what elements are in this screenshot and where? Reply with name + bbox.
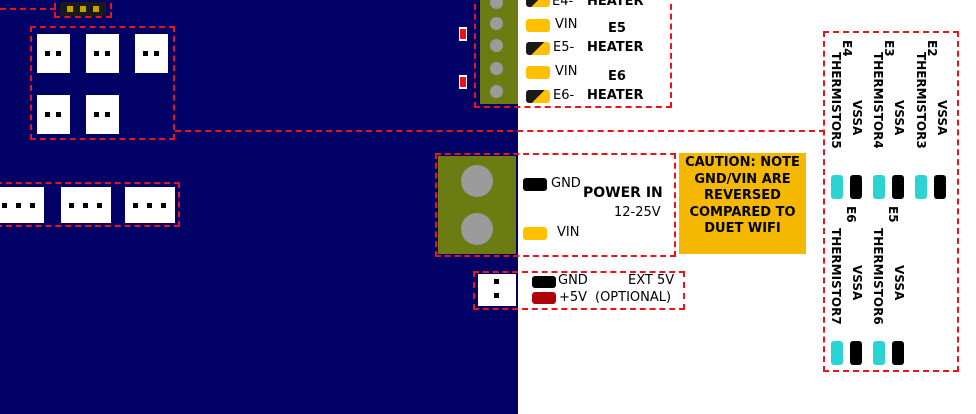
connector-2pin — [86, 95, 119, 134]
gnd-pin-swatch-icon — [892, 175, 904, 199]
caution-note: CAUTION: NOTE GND/VIN ARE REVERSED COMPA… — [679, 153, 806, 254]
power-gnd-label: GND — [551, 176, 581, 191]
thermistor-name-label: THERMISTOR6 — [871, 228, 885, 325]
vssa-label: VSSA — [892, 265, 906, 301]
ext5v-connector — [478, 274, 516, 306]
thermistor-name-label: THERMISTOR5 — [829, 52, 843, 149]
vssa-pin-swatch-icon — [831, 175, 843, 199]
vin-swatch-icon — [526, 66, 550, 79]
gnd-pin-swatch-icon — [892, 341, 904, 365]
screw-terminal — [461, 213, 493, 245]
power-in-title: POWER IN — [583, 185, 663, 201]
screw-terminal — [490, 0, 503, 9]
e5-number-label: E5 — [608, 21, 626, 36]
fan-connector-outline — [0, 182, 180, 227]
connector-3pin — [0, 187, 44, 223]
connector-2pin — [86, 34, 119, 73]
e5-minus-label: E5- — [553, 40, 575, 55]
ext5v-title: EXT 5V — [628, 273, 675, 288]
vssa-pin-swatch-icon — [831, 341, 843, 365]
gnd-swatch-icon — [532, 276, 556, 288]
caution-line: REVERSED — [704, 188, 781, 204]
vssa-pin-swatch-icon — [915, 175, 927, 199]
power-in-outline — [435, 153, 676, 257]
e6-number-label: E6 — [608, 69, 626, 84]
power-range-label: 12-25V — [614, 205, 661, 220]
small-header-connector — [60, 2, 106, 16]
e6-minus-label: E6- — [553, 88, 575, 103]
gnd-pin-swatch-icon — [850, 175, 862, 199]
heater-minus-swatch-icon — [526, 42, 550, 55]
thermistor-block-outline — [823, 31, 959, 372]
gnd-pin-swatch-icon — [934, 175, 946, 199]
connector-3pin — [125, 187, 175, 223]
thermistor-name-label: THERMISTOR7 — [829, 228, 843, 325]
e4-heater-label: HEATER — [587, 0, 644, 9]
thermistor-id-label: E5 — [886, 206, 900, 223]
connector-2pin — [37, 34, 70, 73]
e4-minus-label: E4- — [552, 0, 574, 9]
led-indicator — [459, 27, 467, 41]
thermistor-id-label: E6 — [844, 206, 858, 223]
screw-terminal — [490, 39, 503, 52]
connector-3pin — [61, 187, 111, 223]
power-vin-label: VIN — [557, 225, 580, 240]
screw-terminal — [461, 165, 493, 197]
e5-heater-label: HEATER — [587, 40, 644, 55]
thermistor-name-label: THERMISTOR4 — [871, 52, 885, 149]
gnd-swatch-icon — [523, 178, 547, 191]
vssa-pin-swatch-icon — [873, 175, 885, 199]
heater-minus-swatch-icon — [526, 0, 550, 7]
thermistor-name-label: THERMISTOR3 — [914, 52, 928, 149]
screw-terminal — [490, 17, 503, 30]
vin-label: VIN — [555, 64, 578, 79]
screw-terminal — [490, 85, 503, 98]
vssa-label: VSSA — [935, 100, 949, 136]
vssa-label: VSSA — [892, 100, 906, 136]
e6-heater-label: HEATER — [587, 88, 644, 103]
ext5v-plus-label: +5V — [559, 290, 588, 305]
ext5v-outline — [473, 271, 685, 310]
plus5v-swatch-icon — [532, 292, 556, 304]
caution-line: DUET WIFI — [704, 221, 781, 237]
ext5v-optional-label: (OPTIONAL) — [595, 290, 672, 305]
ext5v-gnd-label: GND — [558, 273, 588, 288]
caution-line: GND/VIN ARE — [694, 171, 791, 187]
heater-block-outline — [474, 0, 672, 108]
screw-terminal — [490, 62, 503, 75]
vssa-label: VSSA — [850, 100, 864, 136]
heater-minus-swatch-icon — [526, 90, 550, 103]
vssa-pin-swatch-icon — [873, 341, 885, 365]
divider-dash-line — [175, 130, 825, 132]
vssa-label: VSSA — [850, 265, 864, 301]
vin-swatch-icon — [526, 19, 550, 32]
vin-label: VIN — [555, 17, 578, 32]
connector-group-outline — [30, 26, 175, 140]
gnd-pin-swatch-icon — [850, 341, 862, 365]
caution-line: CAUTION: NOTE — [685, 155, 800, 170]
connector-2pin — [37, 95, 70, 134]
caution-line: COMPARED TO — [689, 204, 796, 220]
top-left-dash-line — [0, 8, 56, 10]
vin-swatch-icon — [523, 227, 547, 240]
led-indicator — [459, 75, 467, 89]
connector-2pin — [135, 34, 168, 73]
